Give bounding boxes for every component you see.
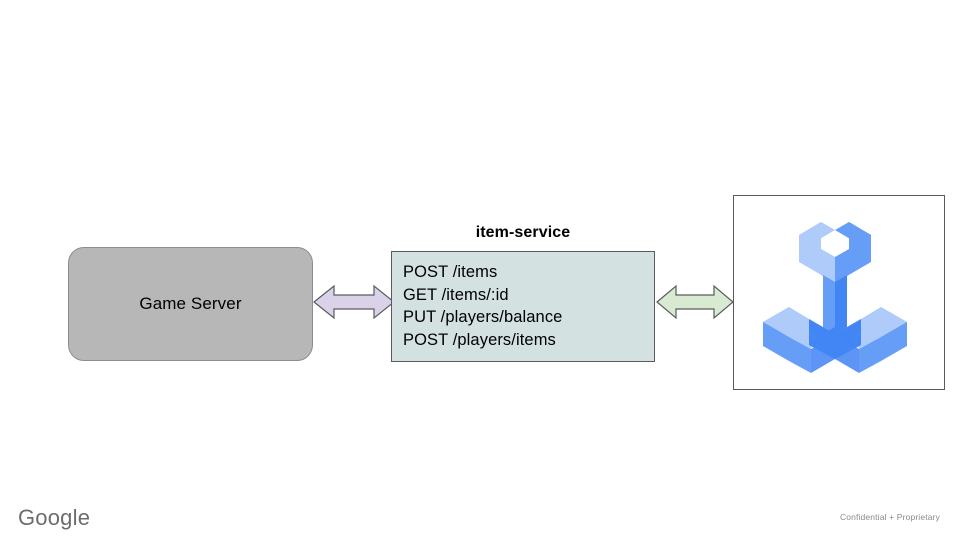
double-headed-arrow-icon	[656, 284, 734, 320]
node-game-server-label: Game Server	[139, 294, 242, 313]
isometric-wrench-logo-icon	[763, 221, 907, 373]
connector-game-server-to-item-service[interactable]	[312, 280, 396, 324]
endpoint-item: PUT /players/balance	[403, 308, 563, 326]
endpoint-item: POST /items	[403, 263, 498, 281]
google-logo: Google	[18, 505, 91, 530]
logo-panel[interactable]	[733, 195, 945, 390]
connector-item-service-to-logo-panel[interactable]	[655, 280, 735, 324]
node-game-server[interactable]: Game Server	[68, 247, 313, 361]
endpoint-item: GET /items/:id	[403, 285, 509, 304]
confidential-notice: Confidential + Proprietary	[839, 512, 940, 522]
endpoint-item: POST /players/items	[403, 330, 556, 349]
double-headed-arrow-icon	[313, 284, 395, 320]
endpoint-list: POST /items GET /items/:id PUT /players/…	[403, 261, 654, 351]
node-item-service[interactable]: POST /items GET /items/:id PUT /players/…	[391, 251, 655, 362]
node-item-service-title: item-service	[475, 224, 571, 241]
